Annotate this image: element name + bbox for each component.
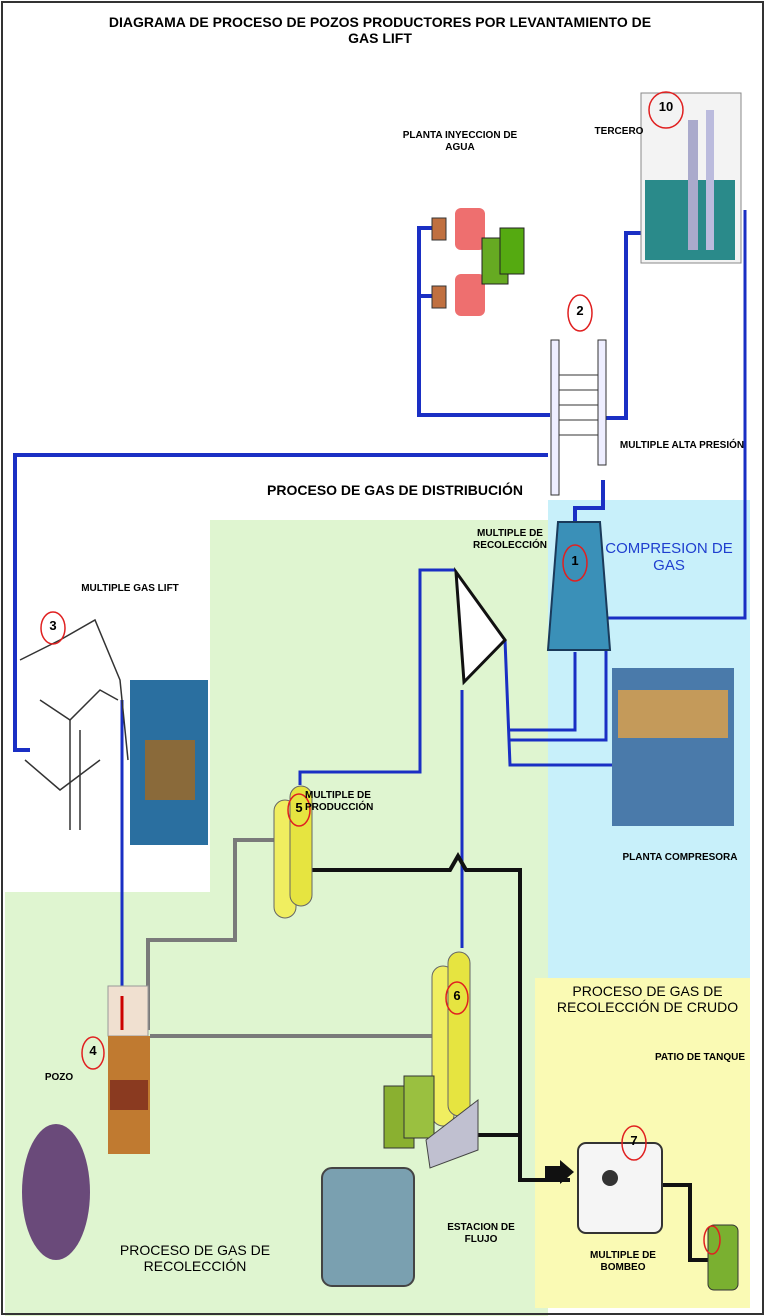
multiple-produccion-label: MULTIPLE DE PRODUCCIÓN (305, 790, 395, 813)
marker-3: 3 (49, 618, 57, 633)
pozo-well (107, 985, 150, 1154)
planta-inyeccion-label: PLANTA INYECCION DE AGUA (390, 130, 530, 153)
gathering-manifold (454, 566, 507, 686)
well-flow-lines (146, 838, 433, 1038)
production-separator (273, 785, 313, 919)
planta-inyeccion-line-2: AGUA (445, 141, 475, 153)
gathering-line (298, 568, 455, 785)
proceso-recoleccion-crudo-line-2: RECOLECCIÓN DE CRUDO (556, 999, 739, 1016)
tercero-label: TERCERO (594, 126, 644, 137)
multiple-recoleccion-line-1: MULTIPLE DE (477, 528, 543, 539)
tercero-facility (640, 92, 742, 264)
proceso-distribucion-label: PROCESO DE GAS DE DISTRIBUCIÓN (267, 482, 523, 498)
planta-compresora-label: PLANTA COMPRESORA (622, 852, 738, 863)
marker-6: 6 (453, 988, 461, 1003)
multiple-recoleccion-label: MULTIPLE DE RECOLECCIÓN (462, 528, 558, 551)
pozo-label: POZO (44, 1072, 74, 1083)
diagram-title: DIAGRAMA DE PROCESO DE POZOS PRODUCTORES… (100, 14, 660, 46)
title-line-2: GAS LIFT (348, 30, 412, 47)
multiple-bombeo-line-1: MULTIPLE DE (590, 1250, 656, 1261)
water-injection-lines (417, 226, 550, 417)
marker-10: 10 (658, 99, 674, 114)
marker-4: 4 (89, 1043, 97, 1058)
proceso-recoleccion-crudo-line-1: PROCESO DE GAS DE (572, 983, 723, 999)
multiple-alta-presion-label: MULTIPLE ALTA PRESIÓN (619, 440, 745, 451)
multiple-bombeo-label: MULTIPLE DE BOMBEO (578, 1250, 668, 1273)
patio-tanque-label: PATIO DE TANQUE (655, 1052, 745, 1063)
compressor-suction-line (508, 652, 577, 732)
multiple-gas-lift-label: MULTIPLE GAS LIFT (81, 583, 179, 594)
flow-station-photo (321, 1167, 415, 1287)
water-injection-plant (431, 208, 525, 316)
flow-arrow (545, 1160, 574, 1184)
step-markers (40, 91, 721, 1255)
title-line-1: DIAGRAMA DE PROCESO DE POZOS PRODUCTORES… (108, 14, 652, 30)
compresion-gas-label: COMPRESION DE GAS (605, 540, 733, 575)
high-pressure-manifold (550, 339, 607, 496)
pump-manifold (577, 1142, 663, 1234)
estacion-flujo-line-2: FLUJO (464, 1233, 498, 1245)
flow-station-separator (383, 951, 479, 1169)
estacion-flujo-label: ESTACION DE FLUJO (436, 1222, 526, 1245)
multiple-produccion-line-1: MULTIPLE DE (305, 790, 371, 801)
marker-1: 1 (571, 553, 579, 568)
platform-structure (145, 740, 195, 800)
gas-lift-manifold (19, 618, 129, 830)
proceso-recoleccion-crudo-label: PROCESO DE GAS DE RECOLECCIÓN DE CRUDO (545, 983, 750, 1015)
pump-line (662, 1183, 710, 1262)
multiple-bombeo-line-2: BOMBEO (600, 1261, 646, 1273)
gathering-to-plant-line (503, 639, 612, 767)
proceso-recoleccion-label: PROCESO DE GAS DE RECOLECCIÓN (119, 1242, 271, 1275)
multiple-recoleccion-line-2: RECOLECCIÓN (473, 539, 547, 551)
pump-symbol (602, 1170, 618, 1186)
planta-inyeccion-line-1: PLANTA INYECCION DE (402, 130, 518, 141)
tercero-line (606, 231, 642, 420)
estacion-flujo-line-1: ESTACION DE (447, 1222, 515, 1233)
marker-7: 7 (630, 1133, 638, 1148)
multiple-produccion-line-2: PRODUCCIÓN (305, 801, 374, 813)
compressor-discharge-line (573, 480, 605, 522)
storage-tank (707, 1224, 739, 1291)
plant-structure (618, 690, 728, 738)
marker-2: 2 (576, 303, 584, 318)
marker-5: 5 (295, 800, 303, 815)
gas-compressor (546, 521, 612, 651)
gas-lift-supply-line (13, 453, 548, 752)
crude-line-upper (310, 851, 570, 1182)
drilling-rig-photo (22, 1124, 90, 1260)
